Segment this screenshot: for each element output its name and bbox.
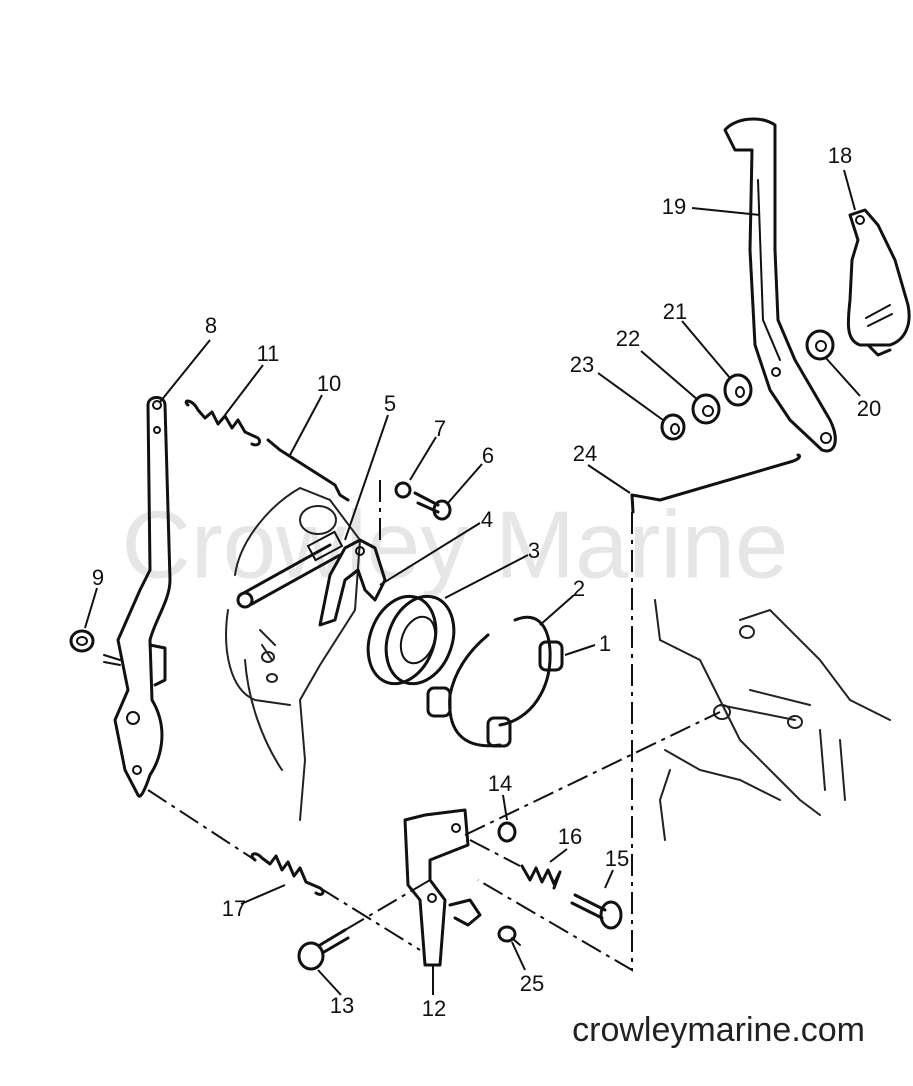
part-24-rod: [630, 453, 802, 514]
part-19-lever: [723, 117, 837, 453]
callout-4: 4: [481, 507, 493, 532]
part-3-clutch-dog: [366, 594, 456, 686]
engine-block-left: [225, 486, 362, 821]
part-21-washer: [723, 373, 753, 407]
part-6-bolt: [413, 491, 452, 521]
callout-17: 17: [222, 896, 246, 921]
part-11-spring: [184, 399, 262, 447]
callout-19: 19: [662, 194, 686, 219]
callout-5: 5: [384, 391, 396, 416]
part-2-wire: [448, 615, 552, 748]
callout-15: 15: [605, 846, 629, 871]
part-23-nut: [660, 413, 686, 441]
part-22-washer: [691, 393, 721, 425]
engine-block-right: [654, 599, 891, 841]
callout-16: 16: [558, 824, 582, 849]
callout-1: 1: [599, 631, 611, 656]
part-5-shaft: [236, 530, 344, 609]
callout-3: 3: [528, 538, 540, 563]
part-13-bolt: [297, 928, 350, 971]
part-4-fork: [318, 538, 387, 627]
part-16-spring: [520, 864, 562, 890]
site-url: crowleymarine.com: [572, 1011, 865, 1049]
part-17-spring: [250, 852, 325, 896]
callout-10: 10: [317, 371, 341, 396]
callout-9: 9: [92, 565, 104, 590]
callout-6: 6: [482, 443, 494, 468]
callout-24: 24: [573, 441, 597, 466]
callout-23: 23: [570, 352, 594, 377]
part-8-lever: [113, 396, 172, 798]
part-18-bracket: [846, 208, 911, 357]
callout-labels: 1 2 3 4 5 6 7 8 9 10 11 12 13 14 15 16 1…: [92, 143, 881, 1021]
leader-lines: [84, 169, 861, 996]
callout-20: 20: [857, 396, 881, 421]
callout-18: 18: [828, 143, 852, 168]
callout-21: 21: [663, 299, 687, 324]
callout-25: 25: [520, 971, 544, 996]
callout-7: 7: [434, 416, 446, 441]
assembly-lines: [147, 480, 721, 972]
callout-22: 22: [616, 326, 640, 351]
part-12-bracket: [403, 808, 482, 967]
part-14-washer: [497, 821, 517, 843]
callout-8: 8: [205, 313, 217, 338]
callout-13: 13: [330, 993, 354, 1018]
callout-11: 11: [257, 341, 280, 366]
part-1-grommets: [426, 640, 564, 748]
part-25-screw: [497, 925, 521, 946]
part-15-bolt: [570, 893, 623, 930]
part-9-nut: [69, 629, 121, 666]
callout-14: 14: [488, 771, 512, 796]
callout-12: 12: [422, 996, 446, 1021]
callout-2: 2: [573, 576, 585, 601]
part-7-clip: [394, 481, 412, 499]
part-10-rod: [266, 438, 350, 502]
watermark-text: Crowley Marine: [122, 491, 789, 598]
part-20-washer: [805, 329, 835, 361]
